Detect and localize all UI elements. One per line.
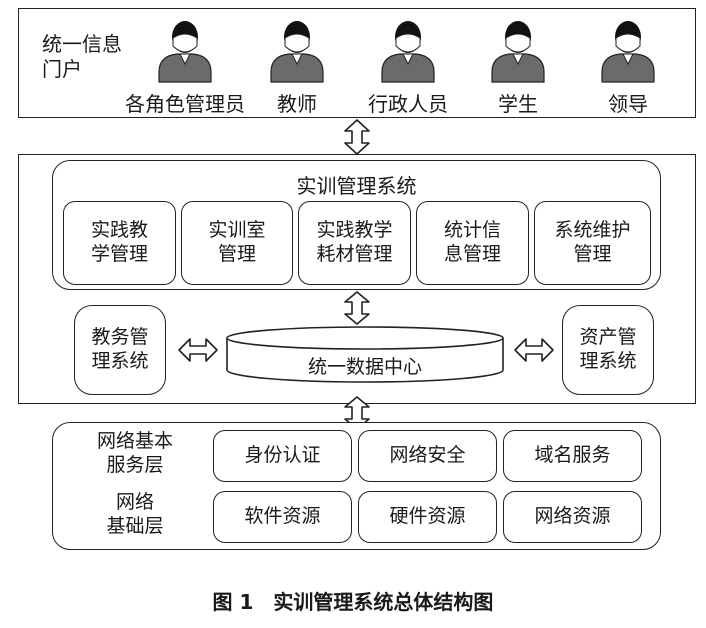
module-statistics: 统计信 息管理 <box>416 201 529 285</box>
module-training-room: 实训室 管理 <box>181 201 293 285</box>
base-layer-label: 网络 基础层 <box>106 491 164 537</box>
database-cylinder-icon <box>226 326 504 383</box>
resource-network: 网络资源 <box>503 491 642 543</box>
person-icon <box>158 21 212 83</box>
role-person-4 <box>488 20 548 83</box>
role-person-2 <box>267 20 327 83</box>
vertical-double-arrow-icon <box>344 119 370 155</box>
portal-title: 统一信息 门户 <box>42 32 122 81</box>
person-icon <box>491 21 545 83</box>
academic-affairs-system: 教务管 理系统 <box>74 305 166 395</box>
vertical-double-arrow-icon <box>344 291 370 325</box>
person-icon <box>381 21 435 83</box>
resource-hardware: 硬件资源 <box>358 491 497 543</box>
management-system-title: 实训管理系统 <box>296 174 417 198</box>
service-identity-auth: 身份认证 <box>213 430 352 482</box>
role-label-admin: 各角色管理员 <box>125 92 245 116</box>
person-icon <box>270 21 324 83</box>
module-practice-teaching: 实践教 学管理 <box>63 201 176 285</box>
portal-panel <box>18 8 696 118</box>
role-label-teacher: 教师 <box>277 92 317 116</box>
service-layer-label: 网络基本 服务层 <box>96 430 173 476</box>
figure-caption: 图 1 实训管理系统总体结构图 <box>212 590 494 614</box>
horizontal-double-arrow-icon <box>178 338 218 362</box>
role-person-5 <box>598 20 658 83</box>
resource-software: 软件资源 <box>213 491 352 543</box>
role-label-leader: 领导 <box>608 92 648 116</box>
role-label-staff: 行政人员 <box>368 92 448 116</box>
data-center-label: 统一数据中心 <box>307 356 422 378</box>
role-person-3 <box>378 20 438 83</box>
service-network-security: 网络安全 <box>358 430 497 482</box>
role-label-student: 学生 <box>498 92 538 116</box>
management-system-box <box>52 160 661 290</box>
service-domain-name: 域名服务 <box>503 430 642 482</box>
horizontal-double-arrow-icon <box>514 338 554 362</box>
person-icon <box>601 21 655 83</box>
module-maintenance: 系统维护 管理 <box>534 201 651 285</box>
asset-management-system: 资产管 理系统 <box>562 305 654 395</box>
role-person-1 <box>155 20 215 83</box>
module-materials: 实践教学 耗材管理 <box>298 201 411 285</box>
